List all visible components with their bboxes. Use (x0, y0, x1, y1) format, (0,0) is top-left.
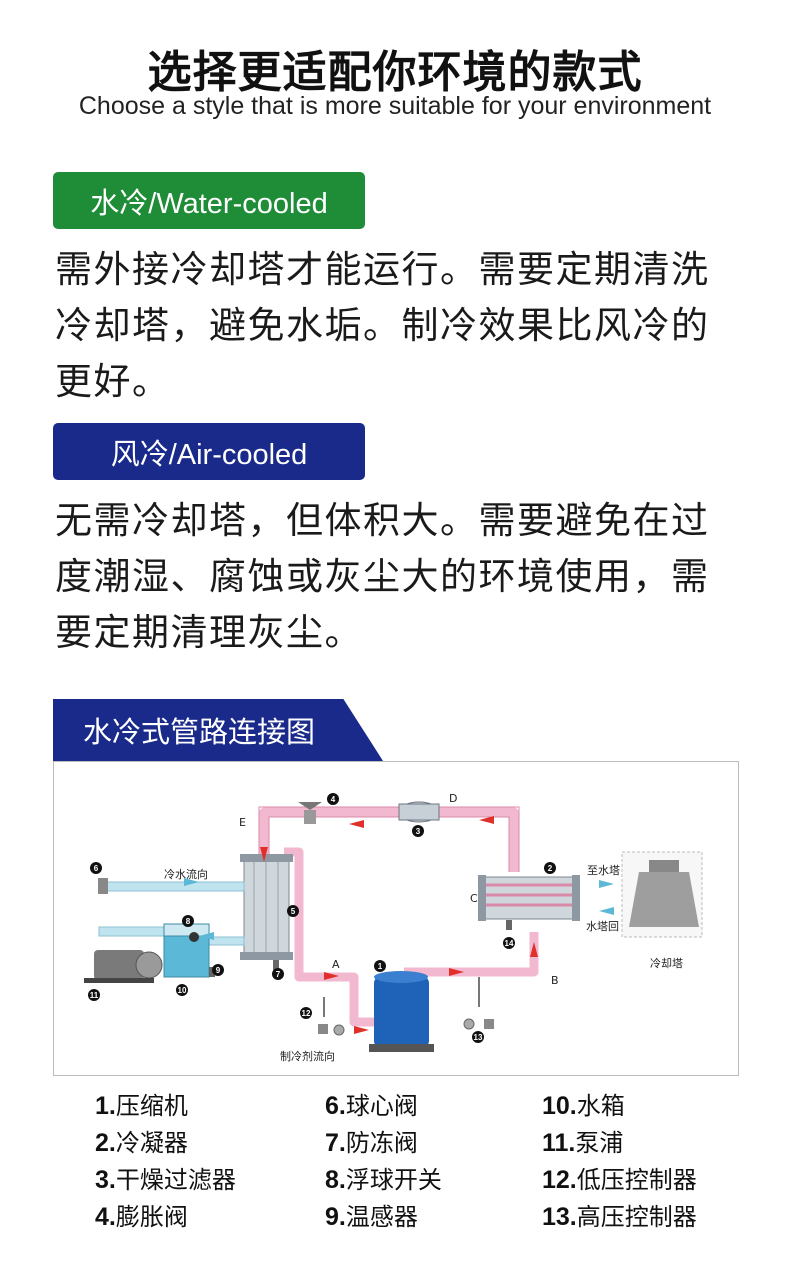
svg-text:5: 5 (291, 907, 296, 916)
cooling-tower (621, 851, 703, 938)
pump-11 (84, 950, 163, 983)
marker-5: 5 (287, 905, 299, 917)
svg-text:14: 14 (505, 939, 514, 948)
air-cooled-description: 无需冷却塔，但体积大。需要避免在过度潮湿、腐蚀或灰尘大的环境使用，需要定期清理灰… (55, 499, 710, 654)
evaporator-5 (240, 854, 293, 970)
marker-10: 10 (176, 984, 188, 996)
legend-item: 2.冷凝器 (95, 1129, 188, 1157)
svg-text:2: 2 (548, 864, 553, 873)
ball-valve-6 (98, 878, 108, 894)
pipe-evap-to-a (284, 847, 374, 1027)
legend-item: 13.高压控制器 (542, 1203, 697, 1231)
legend-column-3: 10.水箱 11.泵浦 12.低压控制器 13.高压控制器 (542, 1088, 697, 1236)
arrow-tower-return (599, 907, 614, 915)
pipe-b-to-compressor (404, 932, 539, 977)
label-e: E (239, 816, 246, 829)
svg-text:10: 10 (178, 986, 187, 995)
svg-text:9: 9 (216, 966, 221, 975)
marker-11: 11 (88, 989, 100, 1001)
water-tank-10 (163, 923, 215, 978)
marker-3: 3 (412, 825, 424, 837)
expansion-valve-4 (298, 802, 322, 824)
arrow-bottom-right (449, 968, 464, 976)
legend-item: 8.浮球开关 (325, 1166, 442, 1194)
arrow-top-mid (349, 820, 364, 828)
label-to-tower: 至水塔 (587, 864, 620, 877)
svg-text:8: 8 (186, 917, 191, 926)
arrow-a-right (324, 972, 339, 980)
legend-item: 3.干燥过滤器 (95, 1166, 236, 1194)
air-cooled-badge: 风冷/Air-cooled (53, 423, 365, 480)
legend-item: 1.压缩机 (95, 1092, 188, 1120)
filter-drier-3 (398, 801, 440, 823)
marker-8: 8 (182, 915, 194, 927)
svg-text:4: 4 (331, 795, 336, 804)
marker-7: 7 (272, 968, 284, 980)
legend-item: 6.球心阀 (325, 1092, 418, 1120)
label-cooling-tower: 冷却塔 (650, 957, 683, 970)
arrow-e-down (260, 847, 268, 862)
low-pressure-controller-12 (318, 997, 345, 1036)
svg-text:3: 3 (416, 827, 421, 836)
legend-item: 9.温感器 (325, 1203, 418, 1231)
page-title: 选择更适配你环境的款式 (147, 47, 643, 98)
piping-diagram: 冷水流向 至水塔 水塔回 冷却塔 制冷剂流向 A B C D E 1 2 3 4… (53, 761, 739, 1076)
arrow-compressor-in (354, 1026, 369, 1034)
marker-9: 9 (212, 964, 224, 976)
page-subtitle: Choose a style that is more suitable for… (78, 92, 712, 120)
svg-text:6: 6 (94, 864, 99, 873)
water-cooled-badge: 水冷/Water-cooled (53, 172, 365, 229)
water-arrows (184, 878, 614, 940)
legend-item: 7.防冻阀 (325, 1129, 418, 1157)
arrow-b-up (530, 942, 538, 957)
refrigerant-arrows (260, 816, 538, 1034)
diagram-section-tag: 水冷式管路连接图 (53, 699, 383, 761)
high-pressure-controller-13 (463, 977, 494, 1030)
piping-diagram-svg: 冷水流向 至水塔 水塔回 冷却塔 制冷剂流向 A B C D E 1 2 3 4… (84, 792, 703, 1063)
svg-text:7: 7 (276, 970, 281, 979)
water-cooled-description: 需外接冷却塔才能运行。需要定期清洗冷却塔，避免水垢。制冷效果比风冷的更好。 (55, 248, 710, 403)
label-d: D (449, 792, 457, 805)
label-b: B (551, 974, 559, 987)
marker-1: 1 (374, 960, 386, 972)
legend-item: 4.膨胀阀 (95, 1203, 188, 1231)
label-tower-return: 水塔回 (586, 920, 619, 933)
marker-13: 13 (472, 1031, 484, 1043)
label-a: A (332, 958, 340, 971)
marker-12: 12 (300, 1007, 312, 1019)
svg-text:12: 12 (302, 1009, 311, 1018)
arrow-chilled-out (184, 878, 199, 886)
legend-column-1: 1.压缩机 2.冷凝器 3.干燥过滤器 4.膨胀阀 (95, 1088, 236, 1236)
arrow-top-right (479, 816, 494, 824)
label-c: C (470, 892, 478, 905)
svg-text:13: 13 (474, 1033, 483, 1042)
compressor-1 (369, 971, 434, 1052)
label-chilled-flow: 冷水流向 (164, 867, 208, 881)
marker-14: 14 (503, 937, 515, 949)
legend-item: 10.水箱 (542, 1092, 625, 1120)
arrow-to-tower (599, 880, 614, 888)
marker-4: 4 (327, 793, 339, 805)
marker-6: 6 (90, 862, 102, 874)
legend-column-2: 6.球心阀 7.防冻阀 8.浮球开关 9.温感器 (325, 1088, 442, 1236)
svg-text:1: 1 (378, 962, 383, 971)
pipe-top-loop (259, 807, 519, 872)
condenser-2 (478, 875, 580, 930)
marker-2: 2 (544, 862, 556, 874)
svg-text:11: 11 (90, 991, 99, 1000)
numbered-markers: 1 2 3 4 5 6 7 8 9 10 11 12 13 14 (88, 793, 556, 1043)
legend-item: 11.泵浦 (542, 1129, 624, 1157)
legend-item: 12.低压控制器 (542, 1166, 697, 1194)
label-refrigerant-flow: 制冷剂流向 (280, 1049, 335, 1063)
arrow-chilled-in (199, 932, 214, 940)
